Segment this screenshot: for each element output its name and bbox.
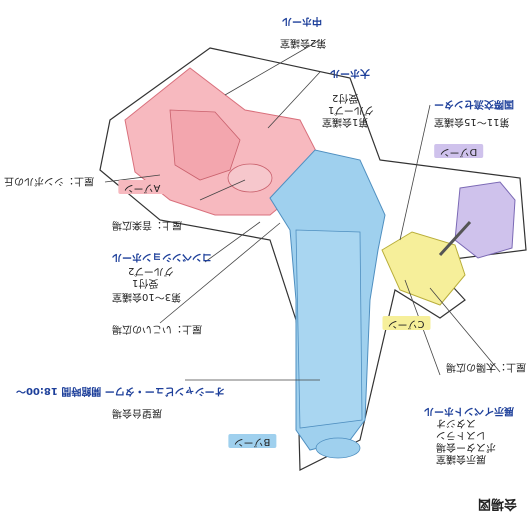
label-group1: グループ1 bbox=[328, 104, 374, 115]
label-daini-kaigishitsu: 第2会議室 bbox=[280, 37, 327, 48]
zone-b-base bbox=[315, 437, 361, 459]
zone-a-detail bbox=[169, 109, 241, 181]
label-kaiyo2: ポスター会場 bbox=[436, 441, 496, 452]
label-dai-hall: 大ホール bbox=[330, 67, 370, 78]
bridge bbox=[438, 220, 472, 257]
zone-a-roof-ring bbox=[227, 163, 273, 193]
label-taiyo-hiroba: 屋上：太陽の広場 bbox=[446, 361, 526, 372]
zone-d-label: Dゾーン bbox=[434, 144, 484, 158]
zone-b-label: Bゾーン bbox=[228, 434, 277, 448]
figure-title: 会場図 bbox=[478, 496, 518, 511]
label-kokusai-koryu: 国際交流センター bbox=[434, 98, 514, 109]
label-tower-sub: 展望台会場 bbox=[112, 407, 162, 418]
label-dai3-10: 第3～10会議室 bbox=[112, 291, 182, 302]
zone-a-label: Aゾーン bbox=[118, 180, 167, 194]
leader-lines bbox=[104, 39, 501, 381]
label-naka-hall: 中ホール bbox=[282, 15, 322, 26]
zone-c-label: Cゾーン bbox=[382, 316, 431, 330]
label-daiichi-kaigishitsu: 第1会議室 bbox=[322, 116, 369, 127]
label-convention-hall: コンベンションホール bbox=[112, 251, 212, 262]
label-tower-open: オーシャンビュー・タワー 開館時間 18:00～ bbox=[16, 385, 225, 396]
label-okujo-ikoi: 屋上：いこいの広場 bbox=[112, 323, 202, 334]
label-tenji-kaigishitsu: 展示会議室 bbox=[436, 453, 486, 464]
zone-d-area bbox=[454, 181, 516, 259]
label-okujo-ongaku: 屋上：音楽広場 bbox=[112, 219, 182, 230]
label-juushin1: 受付1 bbox=[132, 277, 159, 288]
zone-b-tower-body bbox=[295, 229, 363, 429]
label-okujo-garden: 屋上：シンボルの丘 bbox=[4, 175, 94, 186]
label-group2: グループ2 bbox=[128, 265, 174, 276]
label-studio: スタジオ bbox=[436, 417, 476, 428]
label-event-hall: 展示イベントホール bbox=[424, 405, 514, 416]
label-juushin2: 受付2 bbox=[332, 92, 359, 103]
label-dai11-15: 第11～15会議室 bbox=[434, 116, 510, 127]
label-restaurant: レストラン bbox=[436, 429, 486, 440]
